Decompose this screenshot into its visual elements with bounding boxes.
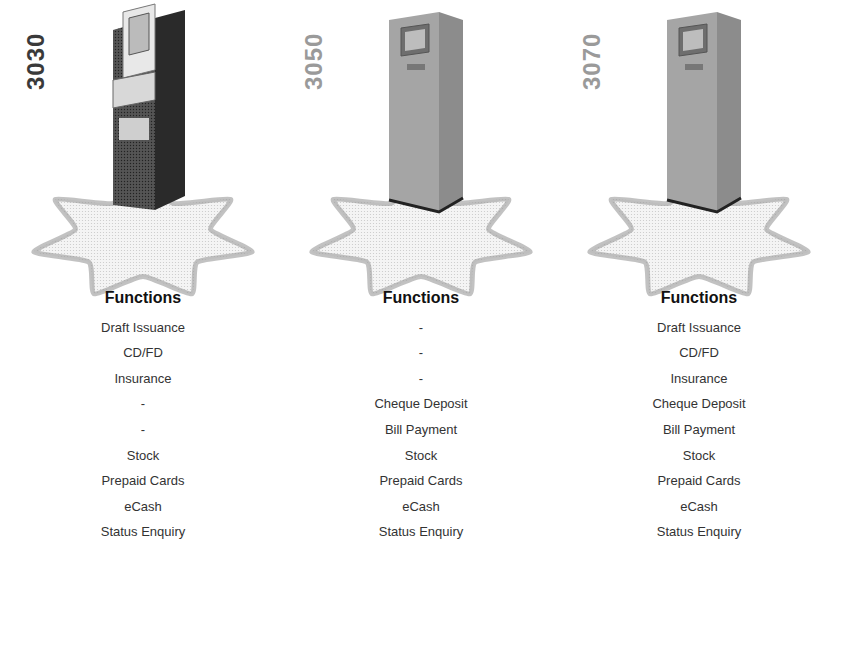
function-item: Status Enquiry: [379, 524, 464, 539]
function-item: eCash: [680, 499, 718, 514]
function-item: eCash: [402, 499, 440, 514]
function-item: Status Enquiry: [657, 524, 742, 539]
function-item: Stock: [405, 448, 438, 463]
function-item: Prepaid Cards: [101, 473, 184, 488]
function-item: Bill Payment: [663, 422, 735, 437]
function-item: Insurance: [670, 371, 727, 386]
atm-kiosk: [667, 12, 741, 212]
column-heading: Functions: [661, 289, 737, 307]
function-item: -: [419, 320, 423, 335]
function-item: Prepaid Cards: [657, 473, 740, 488]
function-item: -: [419, 371, 423, 386]
function-item: CD/FD: [679, 345, 719, 360]
column-heading: Functions: [105, 289, 181, 307]
atm-kiosk: [113, 4, 185, 210]
function-item: Draft Issuance: [101, 320, 185, 335]
function-item: Insurance: [114, 371, 171, 386]
atm-kiosk: [389, 12, 463, 212]
column-heading: Functions: [383, 289, 459, 307]
model-number: 3070: [578, 33, 606, 90]
function-item: Draft Issuance: [657, 320, 741, 335]
function-item: Stock: [683, 448, 716, 463]
function-item: eCash: [124, 499, 162, 514]
function-item: Cheque Deposit: [374, 396, 467, 411]
function-item: -: [141, 396, 145, 411]
function-item: CD/FD: [123, 345, 163, 360]
model-number: 3050: [300, 33, 328, 90]
function-item: -: [141, 422, 145, 437]
function-item: Prepaid Cards: [379, 473, 462, 488]
function-item: Cheque Deposit: [652, 396, 745, 411]
function-item: Bill Payment: [385, 422, 457, 437]
function-item: Stock: [127, 448, 160, 463]
function-item: -: [419, 345, 423, 360]
function-item: Status Enquiry: [101, 524, 186, 539]
model-number: 3030: [22, 33, 50, 90]
